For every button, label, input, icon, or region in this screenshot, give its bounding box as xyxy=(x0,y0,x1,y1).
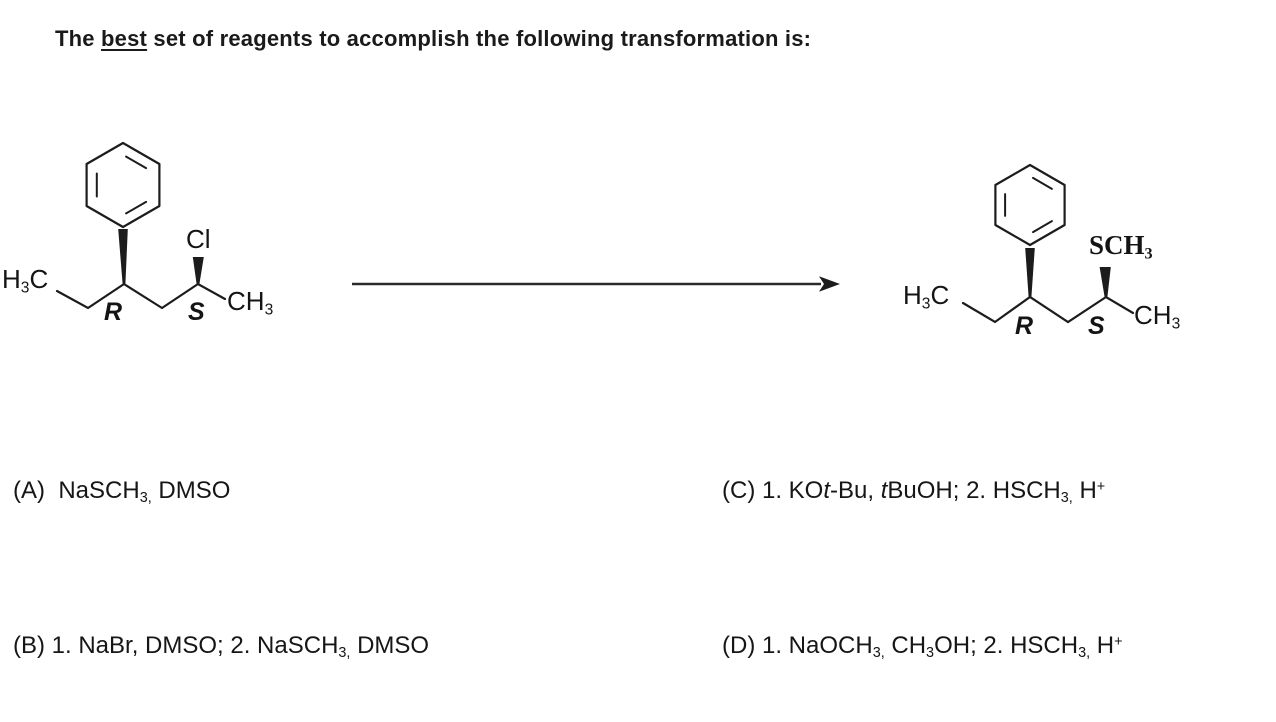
wedge-bond-chlorine xyxy=(192,257,204,284)
substrate-chlorine-label: Cl xyxy=(186,224,211,254)
benzene-ring xyxy=(994,163,1066,247)
product-methyl-label: CH3 xyxy=(1134,300,1181,333)
product-stereocenter-r: R xyxy=(1015,312,1034,340)
benzene-ring xyxy=(85,141,161,229)
reaction-arrow xyxy=(352,276,840,292)
wedge-bond-phenyl xyxy=(118,229,128,284)
product-structure xyxy=(961,163,1135,324)
substrate-stereocenter-r: R xyxy=(104,298,123,326)
substrate-ethyl-label: H3C xyxy=(2,264,49,297)
substrate-stereocenter-s: S xyxy=(188,298,205,326)
answer-option-b: (B) 1. NaBr, DMSO; 2. NaSCH3, DMSO xyxy=(13,632,430,662)
substrate-methyl-label: CH3 xyxy=(227,286,274,319)
wedge-bond-phenyl xyxy=(1025,248,1035,297)
product-thiomethyl-label: SCH3 xyxy=(1089,230,1153,263)
answer-option-c: (C) 1. KOt-Bu, tBuOH; 2. HSCH3, H+ xyxy=(722,477,1106,507)
substrate-structure xyxy=(55,141,227,310)
product-ethyl-label: H3C xyxy=(903,280,950,313)
carbon-chain-bonds xyxy=(55,282,227,310)
question-title: The best set of reagents to accomplish t… xyxy=(55,26,812,51)
answer-option-d: (D) 1. NaOCH3, CH3OH; 2. HSCH3, H+ xyxy=(722,632,1123,662)
carbon-chain-bonds xyxy=(961,295,1135,324)
product-stereocenter-s: S xyxy=(1088,312,1105,340)
arrowhead-icon xyxy=(819,276,840,292)
wedge-bond-thiomethyl xyxy=(1099,267,1111,297)
answer-option-a: (A) NaSCH3, DMSO xyxy=(13,477,231,507)
